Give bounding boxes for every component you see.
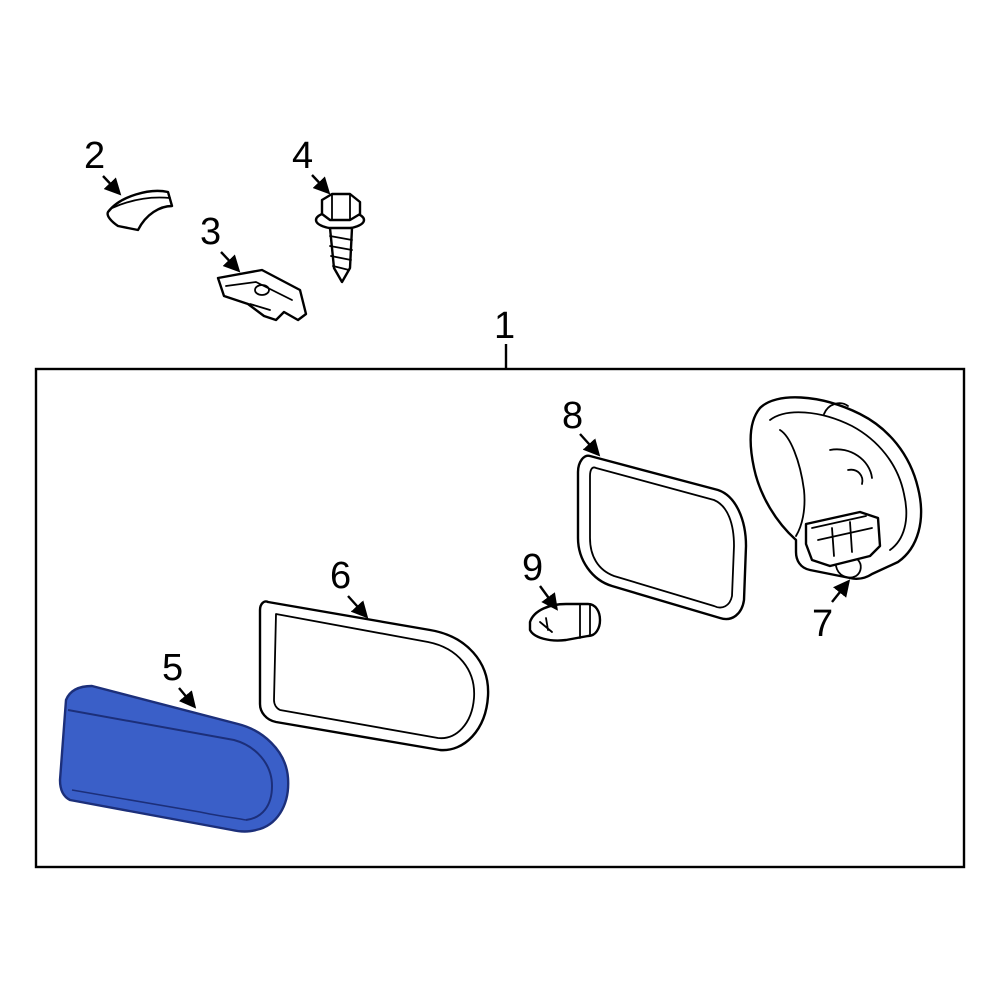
leader-line-5 bbox=[178, 687, 197, 709]
callout-5[interactable]: 5 bbox=[162, 647, 183, 689]
leader-line-7 bbox=[831, 579, 851, 603]
part-9-bulb[interactable] bbox=[528, 602, 602, 642]
part-2-cap[interactable] bbox=[106, 189, 174, 232]
part-4-screw[interactable] bbox=[314, 192, 366, 284]
callout-1[interactable]: 1 bbox=[494, 305, 515, 347]
part-3-clip[interactable] bbox=[216, 268, 308, 322]
callout-4[interactable]: 4 bbox=[292, 135, 313, 177]
leader-line-6 bbox=[347, 595, 369, 619]
part-5-lens[interactable] bbox=[58, 684, 290, 833]
callout-7[interactable]: 7 bbox=[812, 603, 833, 645]
callout-9[interactable]: 9 bbox=[522, 547, 543, 589]
assembly-frame bbox=[34, 367, 966, 869]
leader-line-3 bbox=[220, 251, 241, 273]
callout-3[interactable]: 3 bbox=[200, 211, 221, 253]
part-6-gasket[interactable] bbox=[258, 600, 490, 752]
callout-2[interactable]: 2 bbox=[84, 135, 105, 177]
callout-6[interactable]: 6 bbox=[330, 555, 351, 597]
leader-line-4 bbox=[311, 174, 331, 195]
leader-line-8 bbox=[579, 433, 601, 457]
leader-line-9 bbox=[539, 585, 558, 611]
callout-8[interactable]: 8 bbox=[562, 395, 583, 437]
leader-line-2 bbox=[102, 175, 122, 196]
part-7-housing[interactable] bbox=[749, 396, 923, 580]
part-8-seal[interactable] bbox=[576, 454, 748, 621]
